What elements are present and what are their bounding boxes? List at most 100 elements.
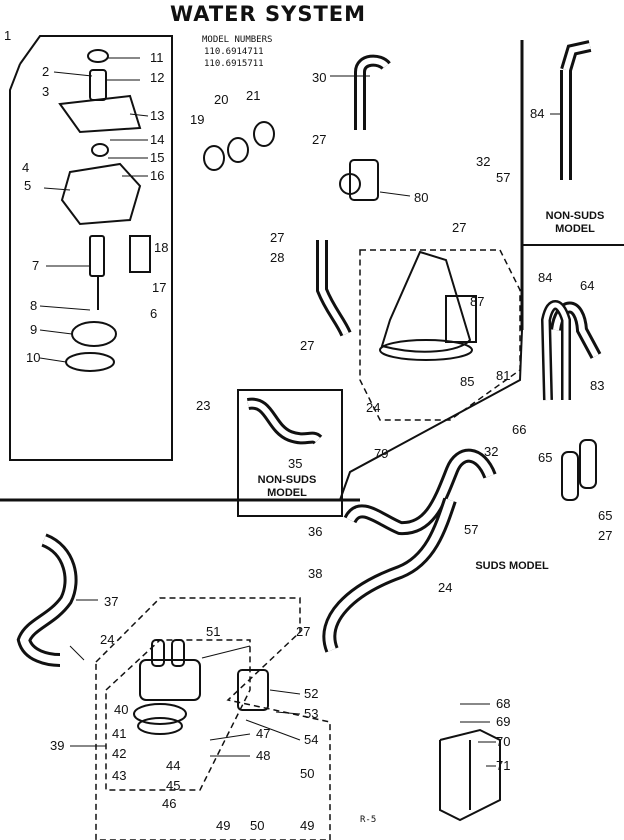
callout-19: 19 [190, 112, 204, 127]
callout-27: 27 [312, 132, 326, 147]
callout-65-a: 65 [538, 450, 552, 465]
non-suds-model-label-right: NON-SUDS MODEL [545, 210, 605, 235]
callout-30: 30 [312, 70, 326, 85]
callout-36: 36 [308, 524, 322, 539]
callout-7: 7 [32, 258, 39, 273]
filter-65-b [579, 439, 597, 489]
filter-52 [237, 669, 269, 711]
callout-80: 80 [414, 190, 428, 205]
callout-49-a: 49 [216, 818, 230, 833]
callout-24-b: 24 [438, 580, 452, 595]
callout-71: 71 [496, 758, 510, 773]
tub-assembly-outline [359, 249, 521, 421]
callout-32-b: 32 [484, 444, 498, 459]
callout-54: 54 [304, 732, 318, 747]
callout-27-f: 27 [598, 528, 612, 543]
callout-5: 5 [24, 178, 31, 193]
pump-body [133, 639, 201, 735]
callout-84-a: 84 [530, 106, 544, 121]
hose-28 [316, 240, 352, 337]
hose-35 [246, 397, 323, 445]
non-suds-box [237, 389, 343, 517]
callout-11: 11 [150, 50, 164, 65]
hose-37 [16, 533, 78, 667]
callout-50-a: 50 [300, 766, 314, 781]
page-title: WATER SYSTEM [170, 2, 367, 26]
callout-3: 3 [42, 84, 49, 99]
callout-4: 4 [22, 160, 29, 175]
callout-14: 14 [150, 132, 164, 147]
callout-20: 20 [214, 92, 228, 107]
callout-18: 18 [154, 240, 168, 255]
callout-79: 79 [374, 446, 388, 461]
callout-49-b: 49 [300, 818, 314, 833]
callout-68: 68 [496, 696, 510, 711]
callout-labels: 1 2 3 4 5 6 7 8 9 10 11 12 13 14 15 16 1… [4, 28, 612, 833]
callout-66: 66 [512, 422, 526, 437]
callout-65-b: 65 [598, 508, 612, 523]
callout-9: 9 [30, 322, 37, 337]
callout-8: 8 [30, 298, 37, 313]
callout-6: 6 [150, 306, 157, 321]
callout-85: 85 [460, 374, 474, 389]
leader-lines [39, 57, 560, 767]
callout-16: 16 [150, 168, 164, 183]
hose-30 [354, 54, 391, 130]
callout-46: 46 [162, 796, 176, 811]
section-divider-diagonal [339, 329, 523, 501]
model-numbers-heading: MODEL NUMBERS [202, 35, 273, 45]
callout-51: 51 [206, 624, 220, 639]
callout-1: 1 [4, 28, 11, 43]
callout-57-a: 57 [496, 170, 510, 185]
model-numbers-block: MODEL NUMBERS 110.6914711 110.6915711 [202, 34, 272, 70]
callout-35: 35 [288, 456, 302, 471]
callout-32: 32 [476, 154, 490, 169]
hose-36 [343, 448, 497, 536]
callout-27-b: 27 [270, 230, 284, 245]
callout-15: 15 [150, 150, 164, 165]
callout-38: 38 [308, 566, 322, 581]
pump-upper-parts [58, 49, 151, 372]
hose-64 [540, 300, 602, 401]
callout-81: 81 [496, 368, 510, 383]
suds-model-label: SUDS MODEL [475, 560, 549, 572]
filter-65-a [561, 451, 579, 501]
callout-12: 12 [150, 70, 164, 85]
callout-28: 28 [270, 250, 284, 265]
callout-24-c: 24 [100, 632, 114, 647]
callout-83: 83 [590, 378, 604, 393]
pump-assembly-frame [9, 35, 173, 461]
non-suds-model-label-center: NON-SUDS MODEL [257, 474, 317, 499]
callout-70: 70 [496, 734, 510, 749]
callout-64: 64 [580, 278, 594, 293]
callout-2: 2 [42, 64, 49, 79]
callout-27-e: 27 [296, 624, 310, 639]
callout-44: 44 [166, 758, 180, 773]
callout-24: 24 [366, 400, 380, 415]
callout-52: 52 [304, 686, 318, 701]
callout-39: 39 [50, 738, 64, 753]
callout-37: 37 [104, 594, 118, 609]
callout-41: 41 [112, 726, 126, 741]
callout-40: 40 [114, 702, 128, 717]
callout-13: 13 [150, 108, 164, 123]
hose-38 [322, 497, 457, 653]
model-number-1: 110.6914711 [204, 47, 264, 57]
ring-19 [203, 145, 225, 171]
callout-27-c: 27 [300, 338, 314, 353]
tub-part [379, 250, 477, 361]
callout-42: 42 [112, 746, 126, 761]
callout-10: 10 [26, 350, 40, 365]
callout-87: 87 [470, 294, 484, 309]
callout-53: 53 [304, 706, 318, 721]
callout-47: 47 [256, 726, 270, 741]
callout-43: 43 [112, 768, 126, 783]
model-number-2: 110.6915711 [204, 59, 264, 69]
callout-45: 45 [166, 778, 180, 793]
page-code: R-5 [360, 815, 377, 825]
ring-21 [253, 121, 275, 147]
ring-20 [227, 137, 249, 163]
hose-84 [560, 40, 592, 180]
